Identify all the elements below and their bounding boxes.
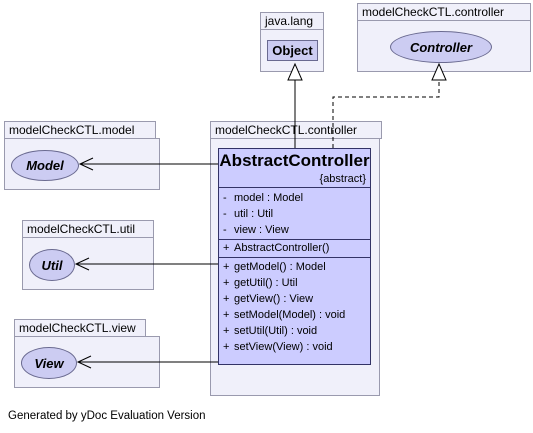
visibility: - (223, 224, 227, 236)
class-name: Object (272, 43, 313, 58)
association-util-arrowhead (74, 257, 90, 271)
member-text: setUtil(Util) : void (234, 325, 318, 337)
member-text: model : Model (234, 192, 304, 204)
class-util[interactable]: Util (29, 249, 75, 281)
member-text: getView() : View (234, 293, 314, 305)
visibility: + (223, 325, 230, 337)
method-set-model: + setModel(Model) : void (223, 307, 345, 323)
field-util: -util : Util (223, 206, 273, 222)
constructor: + AbstractController() (223, 240, 329, 256)
class-controller[interactable]: Controller (390, 31, 492, 63)
member-text: setModel(Model) : void (234, 309, 346, 321)
footer-text: Generated by yDoc Evaluation Version (8, 410, 206, 422)
package-tab-util: modelCheckCTL.util (22, 220, 154, 238)
package-name: modelCheckCTL.model (9, 123, 135, 137)
association-model-arrowhead (78, 157, 94, 171)
package-controller-top: Controller (357, 20, 531, 72)
member-text: util : Util (234, 208, 274, 220)
package-name: modelCheckCTL.controller (362, 5, 505, 19)
member-text: view : View (234, 224, 289, 236)
separator (219, 187, 370, 188)
class-name: Controller (409, 39, 473, 55)
class-view[interactable]: View (21, 347, 77, 379)
generalization-arrowhead (287, 62, 303, 81)
method-get-model: + getModel() : Model (223, 259, 326, 275)
visibility: + (223, 309, 230, 321)
visibility: + (223, 242, 230, 254)
method-get-util: + getUtil() : Util (223, 275, 298, 291)
package-name: modelCheckCTL.controller (215, 123, 358, 137)
field-model: -model : Model (223, 190, 303, 206)
visibility: - (223, 192, 227, 204)
class-name: Util (41, 257, 63, 273)
field-view: -view : View (223, 222, 289, 238)
package-tab-model: modelCheckCTL.model (4, 121, 156, 139)
visibility: + (223, 293, 230, 305)
member-text: getModel() : Model (234, 261, 326, 273)
class-abstract-controller[interactable]: AbstractController {abstract} -model : M… (218, 148, 371, 365)
class-object[interactable]: Object (267, 40, 318, 61)
method-set-view: + setView(View) : void (223, 339, 333, 355)
package-name: modelCheckCTL.util (27, 222, 136, 236)
separator (219, 257, 370, 258)
class-stereotype: {abstract} (319, 173, 366, 185)
method-get-view: + getView() : View (223, 291, 313, 307)
package-tab-controller-main: modelCheckCTL.controller (210, 121, 382, 139)
class-title: AbstractController (219, 151, 370, 170)
package-name: java.lang (265, 14, 314, 28)
class-name: Model (26, 158, 64, 173)
member-text: setView(View) : void (234, 341, 333, 353)
class-name: View (34, 355, 64, 371)
visibility: - (223, 208, 227, 220)
visibility: + (223, 261, 230, 273)
member-text: getUtil() : Util (234, 277, 298, 289)
association-view-arrowhead (76, 355, 92, 369)
package-name: modelCheckCTL.view (19, 321, 136, 335)
package-java-lang: Object (260, 29, 324, 72)
visibility: + (223, 341, 230, 353)
member-text: AbstractController() (234, 242, 330, 254)
class-model[interactable]: Model (11, 150, 79, 181)
method-set-util: + setUtil(Util) : void (223, 323, 317, 339)
separator (219, 239, 370, 240)
realization-line (332, 80, 440, 148)
visibility: + (223, 277, 230, 289)
realization-arrowhead (431, 62, 447, 81)
